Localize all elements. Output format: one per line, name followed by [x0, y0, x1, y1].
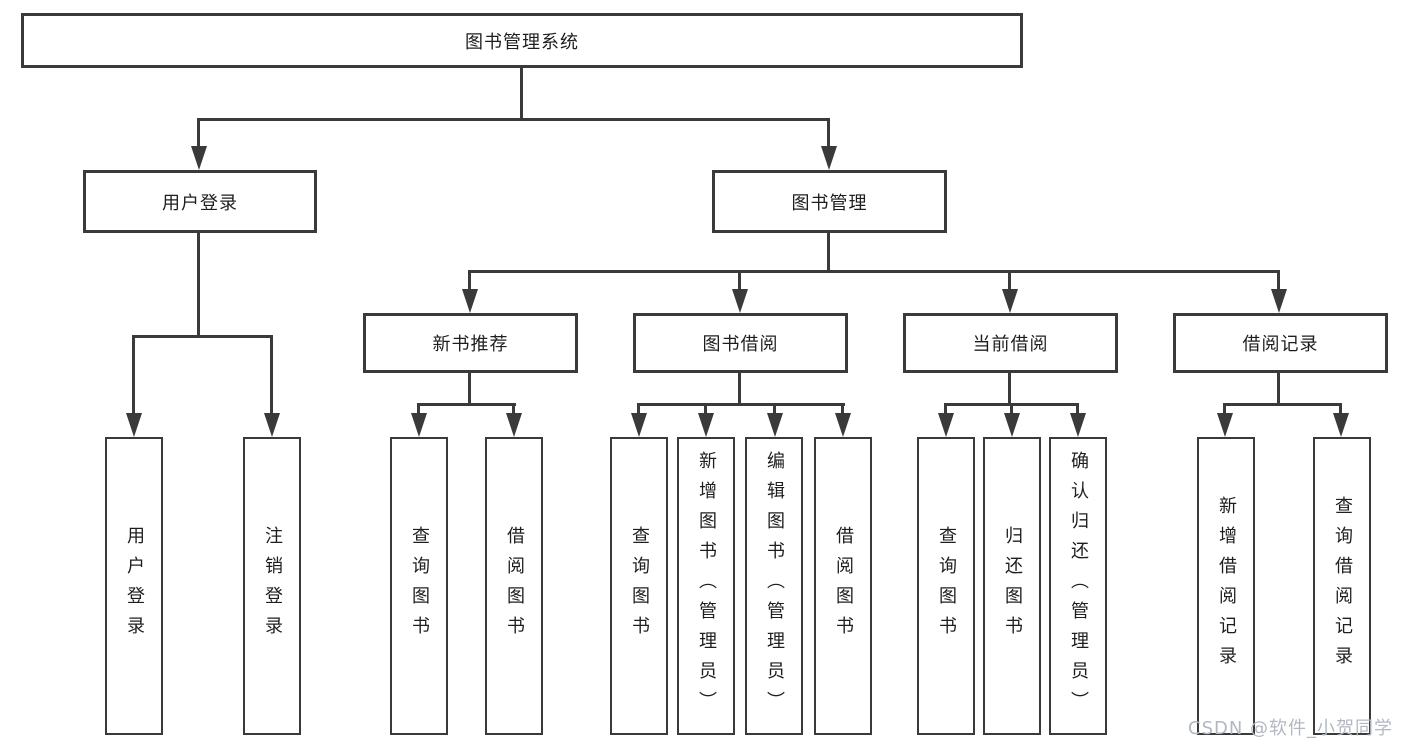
node-label: 图书管理 — [791, 192, 868, 214]
leaf-user-login: 用户登录 — [105, 437, 163, 735]
connector-line — [1076, 403, 1079, 417]
connector-line — [1010, 403, 1013, 417]
leaf-edit-book-admin: 编辑图书（管理员） — [745, 437, 803, 735]
arrow-down-icon — [264, 413, 280, 437]
node-label: 查询借阅记录 — [1332, 496, 1353, 676]
arrow-down-icon — [821, 146, 837, 170]
connector-line — [637, 403, 640, 417]
leaf-return-book: 归还图书 — [983, 437, 1041, 735]
connector-line — [197, 233, 200, 338]
arrow-down-icon — [938, 413, 954, 437]
connector-line — [738, 373, 741, 405]
watermark: CSDN @软件_小贺同学 — [1188, 718, 1394, 739]
node-label: 确认归还（管理员） — [1068, 451, 1089, 721]
arrow-down-icon — [1333, 413, 1349, 437]
arrow-down-icon — [732, 289, 748, 313]
node-label: 新增借阅记录 — [1216, 496, 1237, 676]
node-label: 用户登录 — [162, 192, 238, 214]
node-label: 注销登录 — [262, 526, 283, 646]
connector-line — [944, 403, 947, 417]
connector-line — [1339, 403, 1342, 417]
connector-line — [417, 403, 516, 406]
arrow-down-icon — [1004, 413, 1020, 437]
node-label: 借阅记录 — [1242, 334, 1319, 355]
leaf-query-books-current: 查询图书 — [917, 437, 975, 735]
node-label: 图书借阅 — [702, 334, 779, 355]
connector-line — [827, 118, 830, 150]
connector-line — [468, 270, 471, 295]
connector-line — [512, 403, 515, 417]
leaf-confirm-return-admin: 确认归还（管理员） — [1049, 437, 1107, 735]
connector-line — [1277, 270, 1280, 295]
connector-line — [270, 335, 273, 415]
connector-line — [520, 68, 523, 120]
node-label: 归还图书 — [1002, 526, 1023, 646]
node-borrow-records: 借阅记录 — [1173, 313, 1388, 373]
arrow-down-icon — [1002, 289, 1018, 313]
node-label: 查询图书 — [629, 526, 650, 646]
arrow-down-icon — [462, 289, 478, 313]
connector-line — [841, 403, 844, 417]
connector-line — [197, 118, 200, 150]
arrow-down-icon — [191, 146, 207, 170]
node-book-management: 图书管理 — [712, 170, 947, 233]
connector-line — [468, 373, 471, 405]
leaf-add-borrow-record: 新增借阅记录 — [1197, 437, 1255, 735]
node-label: 新书推荐 — [432, 334, 509, 355]
arrow-down-icon — [698, 413, 714, 437]
node-label: 借阅图书 — [833, 526, 854, 646]
arrow-down-icon — [767, 413, 783, 437]
connector-line — [468, 270, 1280, 273]
connector-line — [1277, 373, 1280, 405]
arrow-down-icon — [1271, 289, 1287, 313]
node-current-borrowing: 当前借阅 — [903, 313, 1118, 373]
leaf-borrow-books-recommend: 借阅图书 — [485, 437, 543, 735]
node-book-borrowing: 图书借阅 — [633, 313, 848, 373]
node-library-system: 图书管理系统 — [21, 13, 1023, 68]
arrow-down-icon — [1070, 413, 1086, 437]
arrow-down-icon — [126, 413, 142, 437]
connector-line — [132, 335, 272, 338]
node-label: 用户登录 — [124, 526, 145, 646]
connector-line — [1008, 373, 1011, 405]
node-label: 查询图书 — [936, 526, 957, 646]
node-new-book-recommend: 新书推荐 — [363, 313, 578, 373]
node-label: 借阅图书 — [504, 526, 525, 646]
connector-line — [132, 335, 135, 415]
arrow-down-icon — [411, 413, 427, 437]
connector-line — [1008, 270, 1011, 295]
connector-line — [1223, 403, 1342, 406]
connector-line — [773, 403, 776, 417]
node-user-login: 用户登录 — [83, 170, 317, 233]
arrow-down-icon — [506, 413, 522, 437]
node-label: 查询图书 — [409, 526, 430, 646]
node-label: 新增图书（管理员） — [696, 451, 717, 721]
leaf-logout: 注销登录 — [243, 437, 301, 735]
connector-line — [738, 270, 741, 295]
leaf-query-books-recommend: 查询图书 — [390, 437, 448, 735]
connector-line — [197, 118, 830, 121]
leaf-add-book-admin: 新增图书（管理员） — [677, 437, 735, 735]
arrow-down-icon — [1217, 413, 1233, 437]
arrow-down-icon — [835, 413, 851, 437]
arrow-down-icon — [631, 413, 647, 437]
connector-line — [637, 403, 845, 406]
leaf-borrow-books-borrowing: 借阅图书 — [814, 437, 872, 735]
leaf-query-books-borrowing: 查询图书 — [610, 437, 668, 735]
connector-line — [704, 403, 707, 417]
connector-line — [827, 233, 830, 272]
node-label: 当前借阅 — [972, 334, 1049, 355]
node-label: 编辑图书（管理员） — [764, 451, 785, 721]
node-label: 图书管理系统 — [465, 31, 579, 53]
leaf-query-borrow-record: 查询借阅记录 — [1313, 437, 1371, 735]
connector-line — [417, 403, 420, 417]
connector-line — [1223, 403, 1226, 417]
